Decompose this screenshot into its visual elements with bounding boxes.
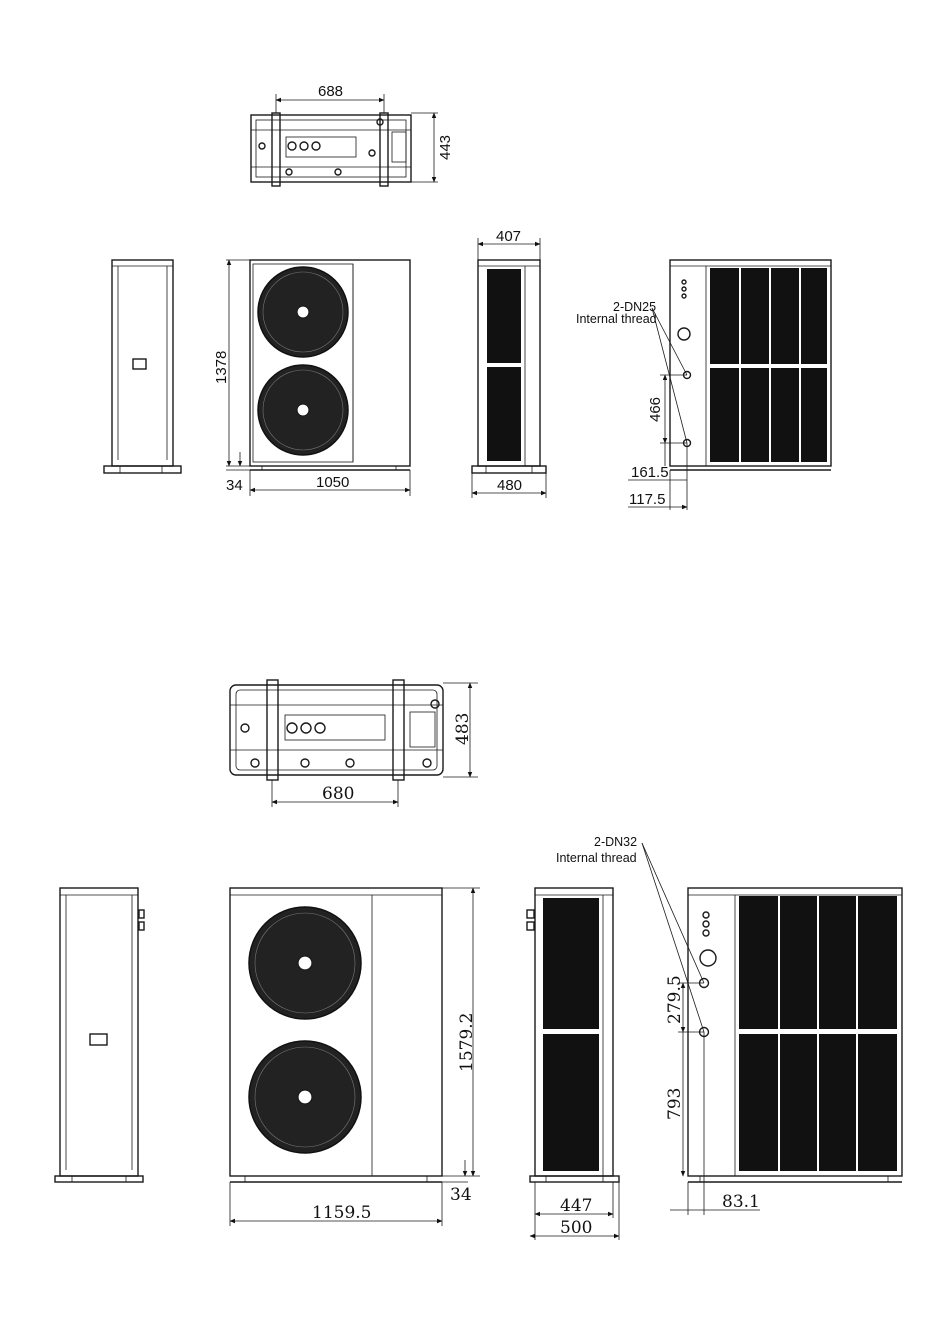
unit1-front-height: 1378	[213, 351, 230, 384]
unit2-side-dims: 447 500	[530, 1182, 619, 1240]
unit1-front-width: 1050	[316, 474, 349, 491]
unit1-side-width: 407	[496, 228, 521, 245]
unit2-top-depth: 483	[453, 713, 473, 745]
unit1-side-base-width: 480	[497, 477, 522, 494]
unit2-left-side-view	[55, 888, 144, 1182]
unit2-connection-note2: Internal thread	[556, 851, 637, 865]
unit2-foot-height: 34	[450, 1185, 472, 1205]
unit2-back-view	[688, 888, 902, 1182]
unit2-top-dims: 483 680	[272, 683, 478, 807]
unit1-pipe-spacing: 466	[647, 397, 664, 422]
unit1-connection-note2: Internal thread	[576, 312, 657, 326]
unit1-foot-height: 34	[226, 477, 243, 494]
unit2-top-width: 680	[322, 784, 354, 804]
unit2-front-height: 1579.2	[457, 1013, 477, 1072]
unit1-right-side-view	[472, 260, 546, 473]
unit1-front-view	[250, 260, 410, 470]
unit2-pipe-offset: 83.1	[722, 1192, 760, 1212]
unit2-side-base-width: 500	[560, 1218, 592, 1238]
unit2-pipe-spacing: 279.5	[665, 975, 685, 1024]
unit2-side-width: 447	[560, 1196, 592, 1216]
unit2-pipe-height-low: 793	[665, 1088, 685, 1120]
unit1-top-depth: 443	[437, 135, 454, 160]
unit1-left-side-view	[104, 260, 181, 473]
unit2-right-side-view	[527, 888, 619, 1182]
unit2-top-view	[230, 680, 443, 780]
unit1-pipe-height-low: 161.5	[631, 464, 669, 481]
unit2-front-width: 1159.5	[312, 1203, 371, 1223]
unit1-back-view	[670, 260, 831, 470]
unit1-top-width: 688	[318, 83, 343, 100]
unit2-connection-note: 2-DN32	[594, 835, 637, 849]
unit2-front-view	[230, 888, 442, 1182]
unit1-pipe-offset: 117.5	[629, 491, 665, 508]
unit1-top-view	[251, 113, 411, 186]
